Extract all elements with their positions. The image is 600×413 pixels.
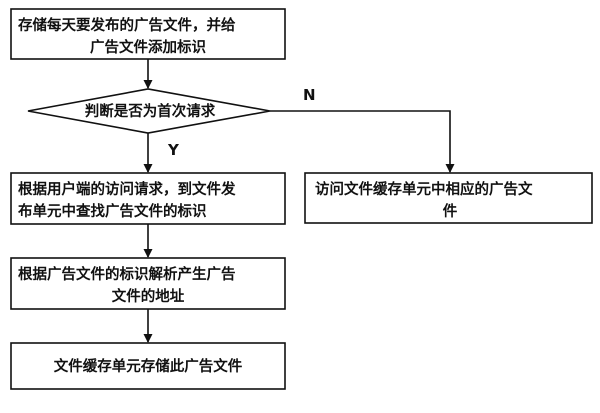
node-lookup-line-1: 根据用户端的访问请求，到文件发 — [18, 180, 236, 198]
node-decision-first-request: 判断是否为首次请求 — [27, 88, 271, 134]
node-decision-text: 判断是否为首次请求 — [85, 102, 216, 120]
node-access-cache-line-1: 访问文件缓存单元中相应的广告文 — [315, 180, 533, 198]
node-parse-address: 根据广告文件的标识解析产生广告 文件的地址 — [10, 257, 286, 310]
node-cache-store: 文件缓存单元存储此广告文件 — [10, 342, 286, 390]
node-lookup-line-2: 布单元中查找广告文件的标识 — [18, 202, 207, 220]
edge-decision-no — [270, 110, 455, 173]
node-store-ad-files: 存储每天要发布的广告文件，并给 广告文件添加标识 — [10, 8, 286, 60]
node-parse-line-1: 根据广告文件的标识解析产生广告 — [18, 265, 236, 283]
node-store-line-1: 存储每天要发布的广告文件，并给 — [18, 16, 236, 34]
edge-no-label: N — [303, 86, 316, 104]
node-access-cache: 访问文件缓存单元中相应的广告文 件 — [304, 172, 593, 224]
node-cache-store-text: 文件缓存单元存储此广告文件 — [54, 357, 243, 375]
node-access-cache-line-2: 件 — [443, 202, 458, 220]
node-parse-line-2: 文件的地址 — [112, 287, 185, 305]
edge-yes-label: Y — [167, 141, 180, 159]
node-lookup-identifier: 根据用户端的访问请求，到文件发 布单元中查找广告文件的标识 — [10, 172, 286, 225]
node-store-line-2: 广告文件添加标识 — [90, 38, 206, 56]
